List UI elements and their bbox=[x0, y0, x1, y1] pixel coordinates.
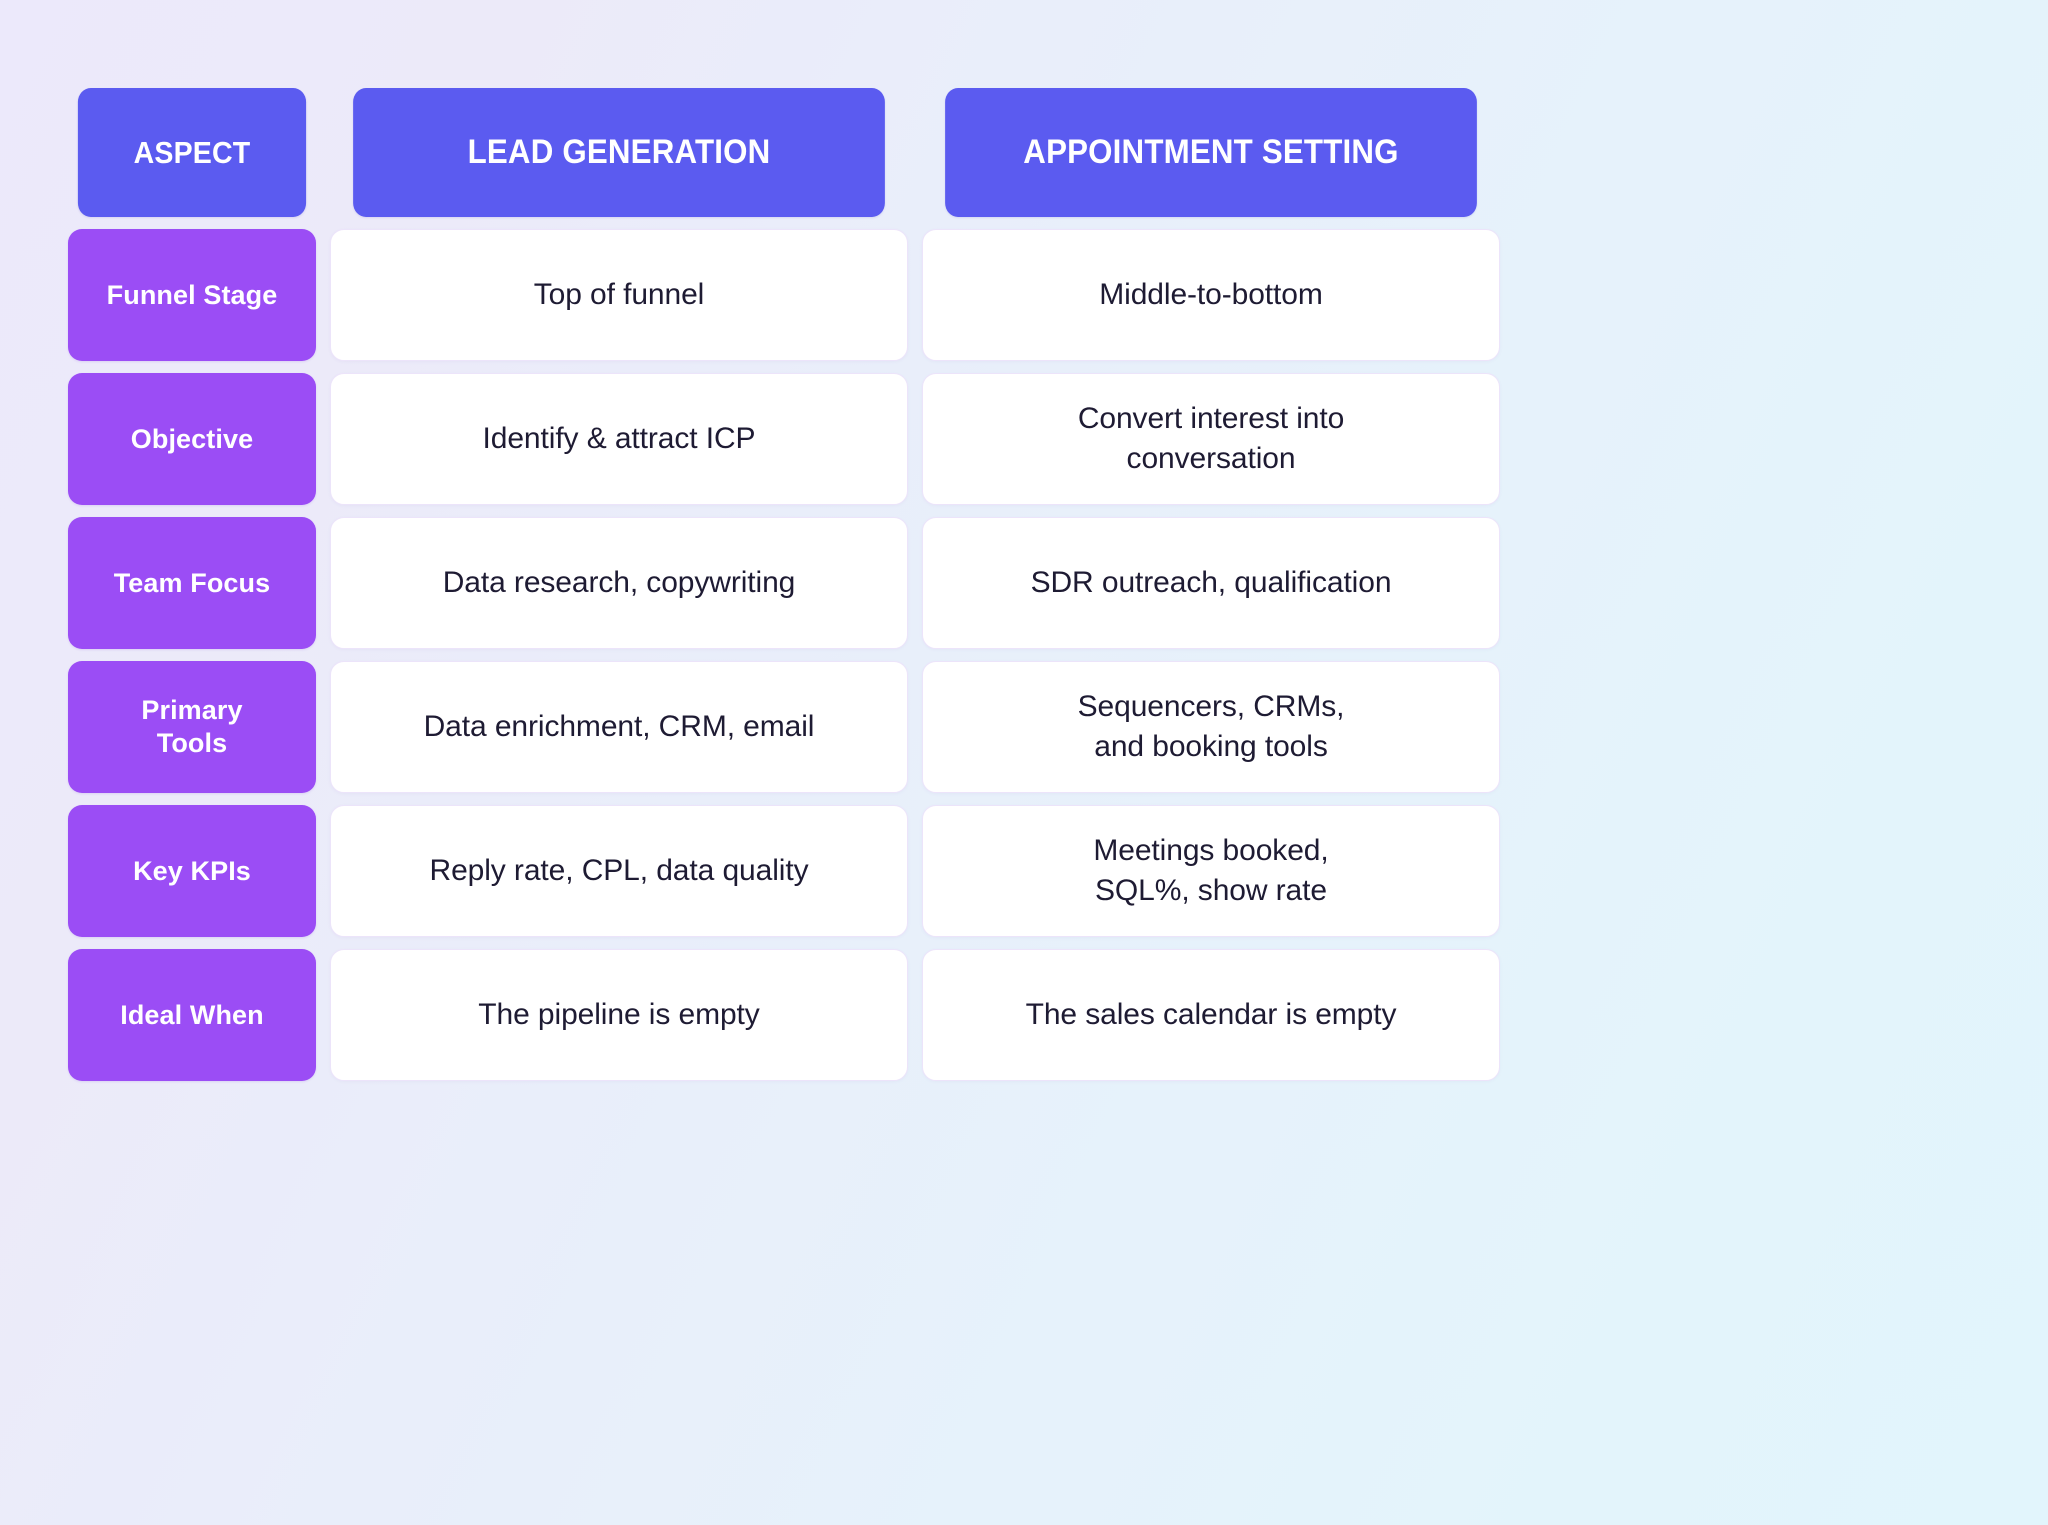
row-label-funnel-stage: Funnel Stage bbox=[68, 229, 316, 361]
table-row-team-focus: Team Focus Data research, copywriting SD… bbox=[68, 517, 1500, 649]
cell-primary-tools-appointment-setting-line1: Sequencers, CRMs, bbox=[1077, 690, 1345, 724]
header-aspect: ASPECT bbox=[77, 88, 307, 217]
cell-team-focus-lead-generation: Data research, copywriting bbox=[330, 517, 908, 649]
table-row-key-kpis: Key KPIs Reply rate, CPL, data quality M… bbox=[68, 805, 1500, 937]
cell-primary-tools-appointment-setting-line2: and booking tools bbox=[1094, 730, 1328, 763]
cell-objective-appointment-setting-line2: conversation bbox=[1126, 442, 1296, 475]
table-header-row: ASPECT LEAD GENERATION APPOINTMENT SETTI… bbox=[68, 88, 1500, 217]
row-label-ideal-when: Ideal When bbox=[68, 949, 316, 1081]
header-appointment-setting: APPOINTMENT SETTING bbox=[945, 88, 1477, 217]
cell-key-kpis-appointment-setting-line2: SQL%, show rate bbox=[1095, 874, 1327, 907]
cell-objective-appointment-setting: Convert interest into conversation bbox=[922, 373, 1500, 505]
row-label-key-kpis: Key KPIs bbox=[68, 805, 316, 937]
table-row-funnel-stage: Funnel Stage Top of funnel Middle-to-bot… bbox=[68, 229, 1500, 361]
cell-objective-lead-generation: Identify & attract ICP bbox=[330, 373, 908, 505]
cell-primary-tools-lead-generation: Data enrichment, CRM, email bbox=[330, 661, 908, 793]
cell-funnel-stage-lead-generation: Top of funnel bbox=[330, 229, 908, 361]
header-lead-generation: LEAD GENERATION bbox=[353, 88, 885, 217]
comparison-table: ASPECT LEAD GENERATION APPOINTMENT SETTI… bbox=[68, 88, 1500, 1081]
row-label-objective: Objective bbox=[68, 373, 316, 505]
cell-objective-appointment-setting-line1: Convert interest into bbox=[1077, 402, 1345, 436]
cell-ideal-when-lead-generation: The pipeline is empty bbox=[330, 949, 908, 1081]
cell-key-kpis-lead-generation: Reply rate, CPL, data quality bbox=[330, 805, 908, 937]
cell-primary-tools-appointment-setting: Sequencers, CRMs, and booking tools bbox=[922, 661, 1500, 793]
cell-team-focus-appointment-setting: SDR outreach, qualification bbox=[922, 517, 1500, 649]
row-label-primary-tools-line2: Tools bbox=[156, 728, 228, 758]
cell-key-kpis-appointment-setting: Meetings booked, SQL%, show rate bbox=[922, 805, 1500, 937]
cell-funnel-stage-appointment-setting: Middle-to-bottom bbox=[922, 229, 1500, 361]
row-label-team-focus: Team Focus bbox=[68, 517, 316, 649]
table-row-ideal-when: Ideal When The pipeline is empty The sal… bbox=[68, 949, 1500, 1081]
cell-key-kpis-appointment-setting-line1: Meetings booked, bbox=[1093, 834, 1329, 868]
cell-ideal-when-appointment-setting: The sales calendar is empty bbox=[922, 949, 1500, 1081]
row-label-primary-tools: Primary Tools bbox=[68, 661, 316, 793]
row-label-primary-tools-line1: Primary bbox=[141, 695, 243, 726]
table-row-primary-tools: Primary Tools Data enrichment, CRM, emai… bbox=[68, 661, 1500, 793]
table-row-objective: Objective Identify & attract ICP Convert… bbox=[68, 373, 1500, 505]
